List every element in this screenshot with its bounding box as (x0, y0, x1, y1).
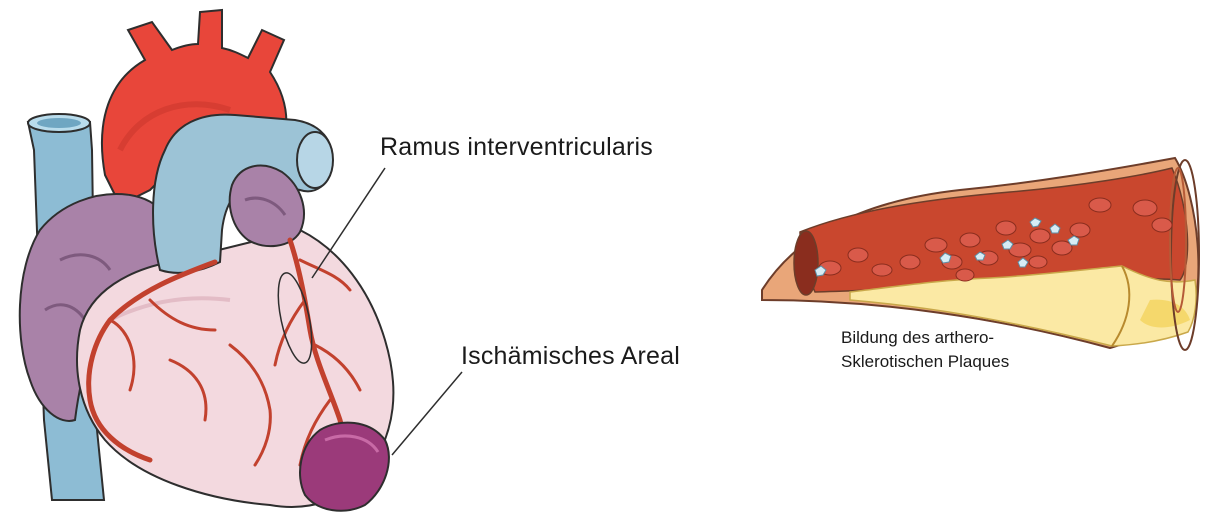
heart-illustration (20, 10, 462, 511)
ischemic-area-label: Ischämisches Areal (461, 342, 680, 371)
ischemic-leader-line (392, 372, 462, 455)
plaque-caption-line2: Sklerotischen Plaques (841, 350, 1009, 374)
ramus-interventricularis-label: Ramus interventricularis (380, 133, 653, 162)
ischemic-area (300, 423, 389, 511)
artery-plaque-illustration (762, 158, 1199, 350)
plaque-caption: Bildung des arthero- Sklerotischen Plaqu… (841, 326, 1009, 374)
plaque-caption-line1: Bildung des arthero- (841, 326, 1009, 350)
